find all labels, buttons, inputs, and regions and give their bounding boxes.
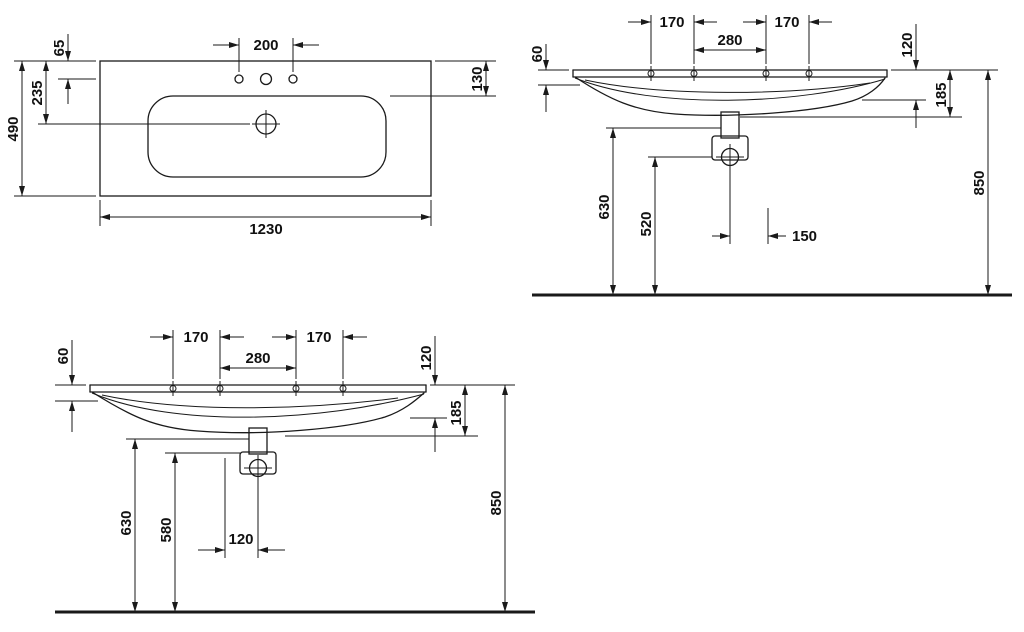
dim-elevB-rim-height: 60 [55,348,72,365]
dim-elevB-outlet-offset: 120 [228,531,253,548]
dim-plan-faucet-spacing: 200 [253,37,278,54]
elevation-trap: 170 170 280 60 120 185 850 630 580 120 [55,329,535,614]
faucet-hole-right [288,74,298,84]
elevation-wall-outlet: 170 170 280 60 120 185 850 630 520 150 [529,14,1012,297]
dim-elevA-apron-height: 120 [899,32,916,57]
dim-elevB-underside-height: 630 [118,510,135,535]
dim-elevA-rim-to-floor: 850 [971,170,988,195]
dim-elevA-rim-height: 60 [529,46,546,63]
dim-elevA-underside-height: 630 [596,194,613,219]
tap-hole-marks [647,66,813,81]
basin-hull [91,391,425,434]
dim-elevB-apron-height: 120 [418,345,435,370]
faucet-hole-left [234,74,244,84]
vanity-outline [99,60,432,197]
bowl-curve-inner [584,79,871,93]
tap-hole-marks [169,381,347,396]
plan-view: 200 65 235 490 130 1230 [5,34,496,238]
bowl-curve-outer [574,77,886,101]
faucet-hole-center [259,72,273,86]
basin-hull [574,76,886,116]
bowl-curve-outer [91,392,425,418]
wall-outlet [711,111,749,244]
dim-plan-width: 1230 [249,221,282,238]
dim-plan-rear-to-faucet: 65 [51,40,68,57]
dim-elevA-outlet-height: 520 [638,211,655,236]
dim-elevA-tap-right: 170 [774,14,799,31]
bowl-outline [147,95,387,178]
dim-elevA-tap-center: 280 [717,32,742,49]
dim-elevA-basin-depth: 185 [933,82,950,107]
dim-plan-rear-to-drain: 235 [29,80,46,105]
drain-trap [239,427,277,558]
dim-plan-depth: 490 [5,116,22,141]
bowl-curve-inner [101,394,399,409]
dim-elevB-tap-left: 170 [183,329,208,346]
dim-elevB-tap-right: 170 [306,329,331,346]
dim-elevA-tap-left: 170 [659,14,684,31]
dim-elevA-outlet-offset: 150 [792,228,817,245]
dim-plan-rear-to-bowl: 130 [469,66,486,91]
dim-elevB-rim-to-floor: 850 [488,490,505,515]
dim-elevB-basin-depth: 185 [448,400,465,425]
dim-elevB-trap-height: 580 [158,517,175,542]
dim-elevB-tap-center: 280 [245,350,270,367]
